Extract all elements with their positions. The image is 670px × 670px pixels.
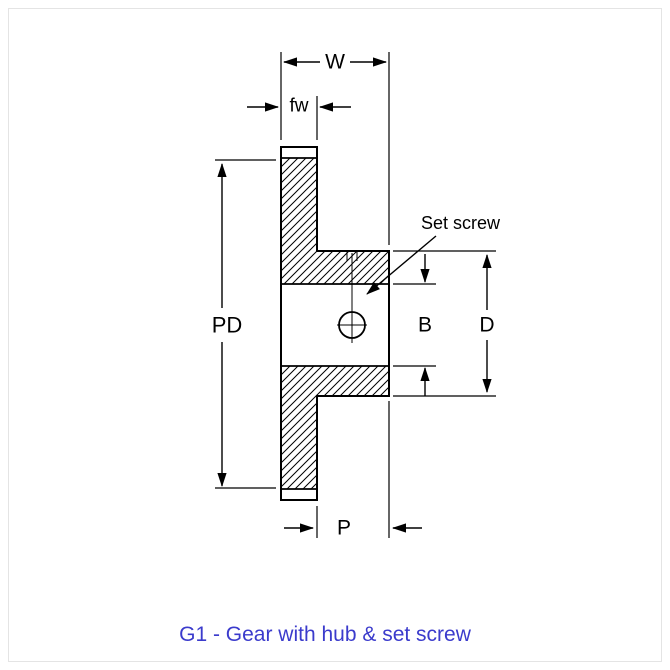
tooth-root-lines xyxy=(281,157,317,490)
dimension-fw: fw xyxy=(247,96,351,140)
set-screw-callout: Set screw xyxy=(366,213,501,295)
figure-caption: G1 - Gear with hub & set screw xyxy=(179,623,472,646)
image-border xyxy=(8,8,662,662)
dim-B-extension-lines xyxy=(393,283,436,367)
dim-PD-extension-lines xyxy=(215,159,276,489)
set-screw-hole-opening xyxy=(346,251,358,261)
dim-D-label: D xyxy=(479,314,494,337)
gear-part xyxy=(280,146,390,501)
dim-D-extension-lines xyxy=(393,250,496,397)
dimension-D: D xyxy=(393,250,496,397)
dimension-W: W xyxy=(280,51,390,245)
dimension-P: P xyxy=(284,401,422,540)
gear-lower-section-hatch xyxy=(281,366,389,489)
set-screw-leader-arrow xyxy=(366,235,437,295)
dim-W-label: W xyxy=(325,51,345,74)
gear-outline xyxy=(280,146,390,501)
dim-fw-label: fw xyxy=(290,96,309,117)
set-screw-label: Set screw xyxy=(421,213,501,233)
dim-B-label: B xyxy=(418,314,432,337)
dimension-PD: PD xyxy=(212,159,276,489)
gear-upper-section-hatch xyxy=(281,158,389,284)
dim-W-extension-lines xyxy=(280,52,390,245)
bore-lines xyxy=(281,283,389,367)
dimension-B: B xyxy=(393,254,436,396)
dim-PD-label: PD xyxy=(212,313,243,338)
dim-P-extension-lines xyxy=(316,401,390,538)
set-screw-centerlines xyxy=(337,253,367,343)
dim-P-label: P xyxy=(337,517,351,540)
